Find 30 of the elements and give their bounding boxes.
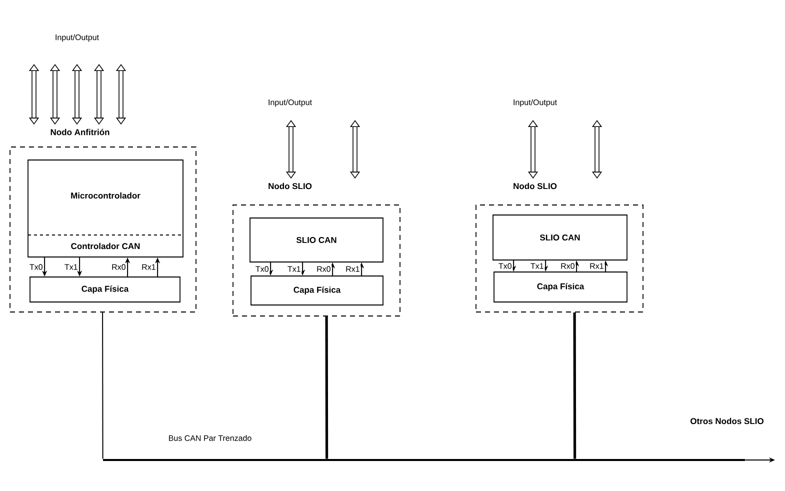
- edge-label: Tx1: [286, 265, 302, 273]
- text-label: Bus CAN Par Trenzado: [169, 435, 252, 441]
- processor-box: Microcontrolador Controlador CAN: [28, 160, 184, 258]
- edge-label: Tx1: [63, 263, 79, 271]
- edge-label: Rx0: [560, 262, 576, 270]
- edge-label: Rx0: [110, 263, 127, 271]
- component-box: SLIO CAN: [492, 214, 628, 260]
- component-box: Capa Física: [30, 276, 180, 302]
- node-heading: Nodo SLIO: [268, 182, 312, 190]
- component-box: Capa Física: [250, 276, 384, 306]
- bus-drop-line: [102, 312, 104, 460]
- text-label: Otros Nodos SLIO: [690, 418, 764, 424]
- node-heading: Nodo Anfitrión: [50, 128, 110, 136]
- text-label: Input/Output: [268, 99, 312, 107]
- text-label: Input/Output: [56, 34, 99, 42]
- edge-label: Rx1: [344, 265, 361, 273]
- node-heading: Nodo SLIO: [514, 182, 557, 190]
- bus-line: [103, 459, 745, 461]
- component-box: SLIO CAN: [250, 218, 384, 262]
- edge-label: Rx0: [316, 265, 332, 273]
- bus-drop-line: [325, 316, 328, 459]
- edge-label: Rx1: [140, 263, 157, 271]
- text-label: Input/Output: [514, 99, 557, 107]
- edge-label: Tx0: [28, 263, 44, 271]
- edge-label: Rx1: [588, 262, 605, 270]
- bus-drop-line: [573, 312, 576, 459]
- edge-label: Tx0: [254, 265, 270, 273]
- component-box: Capa Física: [494, 272, 628, 302]
- edge-label: Tx0: [497, 262, 513, 270]
- edge-label: Tx1: [529, 262, 545, 270]
